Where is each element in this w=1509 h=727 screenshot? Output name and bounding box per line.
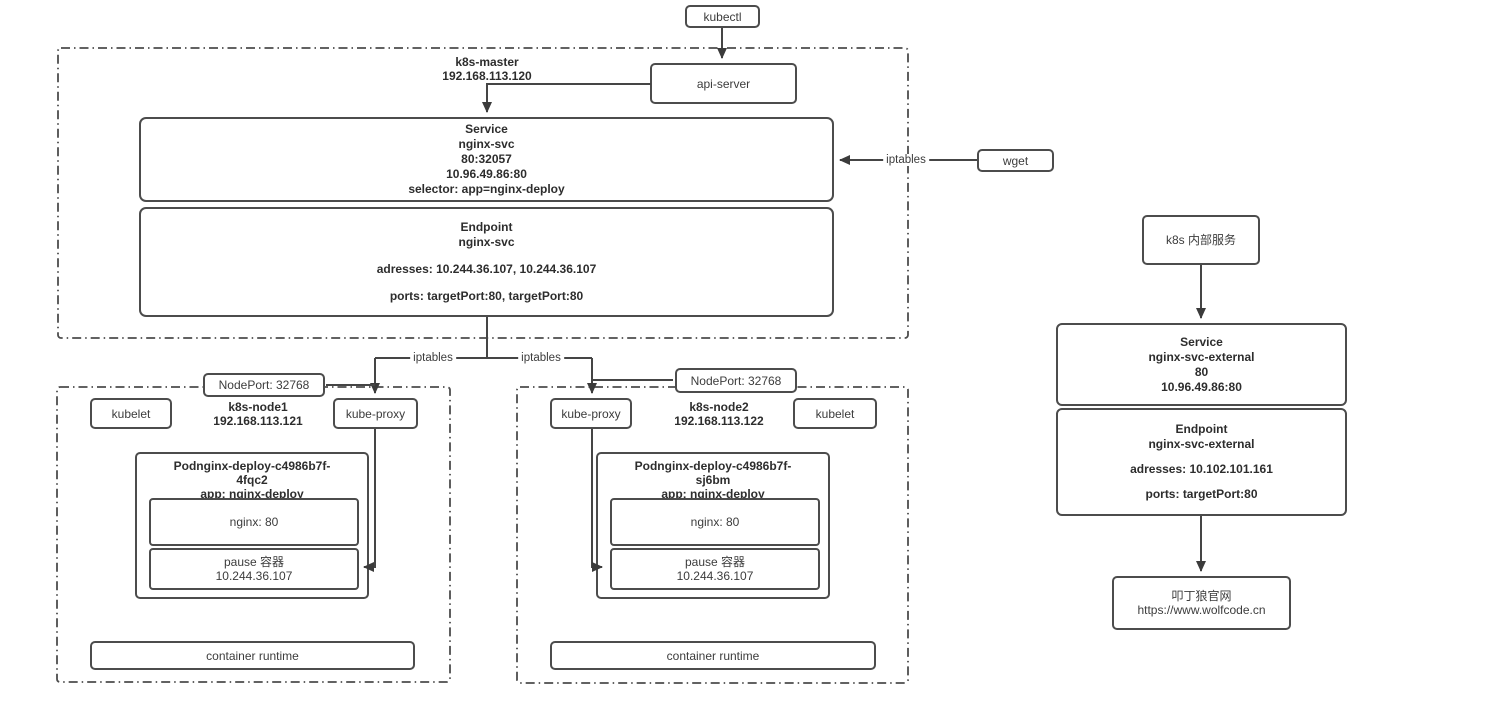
kubectl-node: kubectl <box>685 5 760 28</box>
node2-kubelet-label: kubelet <box>815 406 855 421</box>
node1-pause-ip: 10.244.36.107 <box>215 569 293 583</box>
node1-pod-title-line1: Podnginx-deploy-c4986b7f- <box>173 459 331 473</box>
service-name: nginx-svc <box>458 137 515 151</box>
wget-label: wget <box>1002 153 1029 168</box>
iptables-tag-node2: iptables <box>518 352 564 364</box>
wolfcode-url: https://www.wolfcode.cn <box>1137 603 1266 617</box>
endpoint-nginx-svc: Endpoint nginx-svc adresses: 10.244.36.1… <box>139 207 834 317</box>
node2-kubelet: kubelet <box>793 398 877 429</box>
master-name: k8s-master <box>455 55 519 69</box>
node2-ip: 192.168.113.122 <box>674 414 764 428</box>
node2-pod-title-line2: sj6bm <box>695 473 731 487</box>
node2-title: k8s-node2 192.168.113.122 <box>674 400 763 428</box>
service-port: 80:32057 <box>461 152 512 166</box>
node2-pod: Podnginx-deploy-c4986b7f- sj6bm app: ngi… <box>596 452 830 599</box>
node2-pause-ip: 10.244.36.107 <box>676 569 754 583</box>
endpoint-name: nginx-svc <box>458 235 515 249</box>
node2-kube-proxy-label: kube-proxy <box>561 406 621 421</box>
node1-container-runtime: container runtime <box>90 641 415 670</box>
node1-nodeport: NodePort: 32768 <box>203 373 325 397</box>
node1-container-runtime-label: container runtime <box>206 648 299 663</box>
iptables-tag-node1: iptables <box>410 352 456 364</box>
master-boundary <box>57 47 909 339</box>
node1-nodeport-label: NodePort: 32768 <box>218 378 310 392</box>
node1-nginx-container: nginx: 80 <box>149 498 359 546</box>
wolfcode-website-node: 叩丁狼官网 https://www.wolfcode.cn <box>1112 576 1291 630</box>
api-server-node: api-server <box>650 63 797 104</box>
node2-nginx-container: nginx: 80 <box>610 498 820 546</box>
ext-endpoint-name: nginx-svc-external <box>1148 437 1255 451</box>
ext-service-title: Service <box>1180 334 1223 349</box>
wget-node: wget <box>977 149 1054 172</box>
node2-pod-title-line1: Podnginx-deploy-c4986b7f- <box>634 459 792 473</box>
endpoint-addresses: adresses: 10.244.36.107, 10.244.36.107 <box>376 262 597 276</box>
api-server-label: api-server <box>696 76 751 91</box>
node2-kube-proxy: kube-proxy <box>550 398 632 429</box>
node2-name: k8s-node2 <box>689 400 749 414</box>
endpoint-title: Endpoint <box>460 220 513 234</box>
master-title: k8s-master 192.168.113.120 <box>442 55 531 83</box>
service-nginx-svc-external: Service nginx-svc-external 80 10.96.49.8… <box>1056 323 1347 406</box>
node1-kube-proxy: kube-proxy <box>333 398 418 429</box>
service-nginx-svc: Service nginx-svc 80:32057 10.96.49.86:8… <box>139 117 834 202</box>
internal-service-label: k8s 内部服务 <box>1165 233 1236 247</box>
node1-pause-container: pause 容器 10.244.36.107 <box>149 548 359 590</box>
ext-service-cluster-ip: 10.96.49.86:80 <box>1161 379 1242 394</box>
ext-endpoint-title: Endpoint <box>1175 422 1228 436</box>
ext-endpoint-ports: ports: targetPort:80 <box>1145 487 1258 501</box>
endpoint-ports: ports: targetPort:80, targetPort:80 <box>389 289 584 303</box>
master-ip: 192.168.113.120 <box>442 69 532 83</box>
wolfcode-name: 叩丁狼官网 <box>1171 589 1232 603</box>
ext-endpoint-addresses: adresses: 10.102.101.161 <box>1130 462 1273 476</box>
node1-kubelet-label: kubelet <box>111 406 151 421</box>
node2-nginx-label: nginx: 80 <box>690 515 740 529</box>
node2-nodeport: NodePort: 32768 <box>675 368 797 393</box>
internal-service-node: k8s 内部服务 <box>1142 215 1260 265</box>
node1-kubelet: kubelet <box>90 398 172 429</box>
service-cluster-ip: 10.96.49.86:80 <box>446 167 527 181</box>
iptables-tag-wget: iptables <box>883 154 929 166</box>
node1-ip: 192.168.113.121 <box>213 414 303 428</box>
node2-pause-container: pause 容器 10.244.36.107 <box>610 548 820 590</box>
node1-title: k8s-node1 192.168.113.121 <box>213 400 302 428</box>
node1-pause-label: pause 容器 <box>223 555 285 569</box>
node1-name: k8s-node1 <box>228 400 288 414</box>
endpoint-nginx-svc-external: Endpoint nginx-svc-external adresses: 10… <box>1056 408 1347 516</box>
node1-pod-app: app: nginx-deploy <box>200 487 304 501</box>
service-selector: selector: app=nginx-deploy <box>408 182 565 196</box>
service-title: Service <box>465 122 508 136</box>
ext-service-port: 80 <box>1194 364 1209 379</box>
node1-nginx-label: nginx: 80 <box>229 515 279 529</box>
node2-pod-app: app: nginx-deploy <box>661 487 765 501</box>
node2-container-runtime-label: container runtime <box>666 648 760 663</box>
node1-kube-proxy-label: kube-proxy <box>345 406 406 421</box>
kubectl-label: kubectl <box>703 9 742 24</box>
node2-nodeport-label: NodePort: 32768 <box>690 373 782 388</box>
node2-container-runtime: container runtime <box>550 641 876 670</box>
node1-pod-title-line2: 4fqc2 <box>236 473 268 487</box>
node2-pause-label: pause 容器 <box>684 555 746 569</box>
node1-pod: Podnginx-deploy-c4986b7f- 4fqc2 app: ngi… <box>135 452 369 599</box>
ext-service-name: nginx-svc-external <box>1148 349 1255 364</box>
